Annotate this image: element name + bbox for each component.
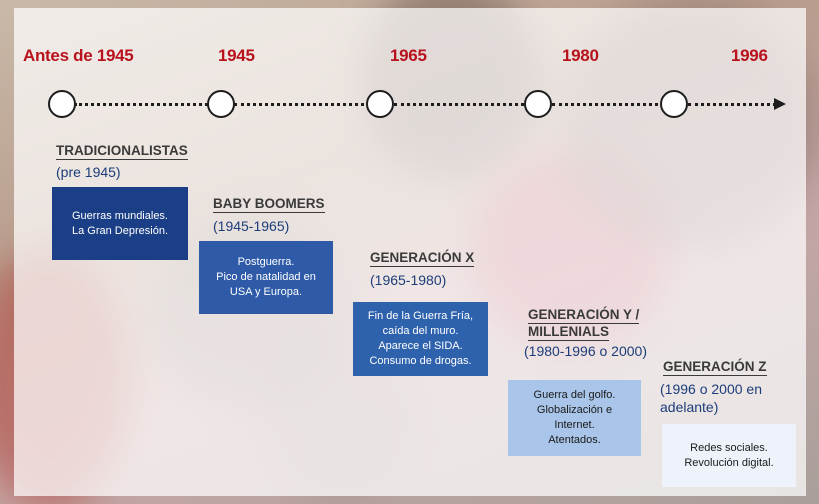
generation-title-generacion-z: GENERACIÓN Z [663, 359, 767, 376]
generation-description-generacion-x: Fin de la Guerra Fría, caída del muro. A… [353, 302, 488, 376]
generation-range-generacion-x: (1965-1980) [370, 272, 447, 288]
timeline-segment [688, 103, 776, 106]
timeline-node-1996 [660, 90, 688, 118]
timeline-node-1945 [207, 90, 235, 118]
timeline-arrowhead-icon [774, 98, 786, 110]
timeline-node-1980 [524, 90, 552, 118]
timeline-node-1965 [366, 90, 394, 118]
generation-title-baby-boomers: BABY BOOMERS [213, 196, 325, 213]
timeline-segment [74, 103, 208, 106]
timeline-segment [552, 103, 658, 106]
year-label-1980: 1980 [562, 46, 599, 65]
timeline-segment [234, 103, 364, 106]
generation-title-tradicionalistas: TRADICIONALISTAS [56, 143, 188, 160]
generation-range-generacion-z: (1996 o 2000 en adelante) [660, 381, 762, 415]
generation-title-generacion-y: GENERACIÓN Y / MILLENIALS [528, 307, 640, 341]
generation-range-baby-boomers: (1945-1965) [213, 218, 290, 234]
generation-range-tradicionalistas: (pre 1945) [56, 164, 121, 180]
year-label-antes-1945: Antes de 1945 [23, 46, 134, 65]
generation-description-generacion-y: Guerra del golfo. Globalización e Intern… [508, 380, 641, 456]
generation-description-generacion-z: Redes sociales. Revolución digital. [662, 424, 796, 487]
year-label-1996: 1996 [731, 46, 768, 65]
generation-description-baby-boomers: Postguerra. Pico de natalidad en USA y E… [199, 241, 333, 314]
timeline-segment [394, 103, 524, 106]
timeline-node-antes-1945 [48, 90, 76, 118]
generation-title-generacion-x: GENERACIÓN X [370, 250, 475, 267]
generation-range-generacion-y: (1980-1996 o 2000) [524, 343, 647, 359]
year-label-1945: 1945 [218, 46, 255, 65]
year-label-1965: 1965 [390, 46, 427, 65]
generation-description-tradicionalistas: Guerras mundiales. La Gran Depresión. [52, 187, 188, 260]
